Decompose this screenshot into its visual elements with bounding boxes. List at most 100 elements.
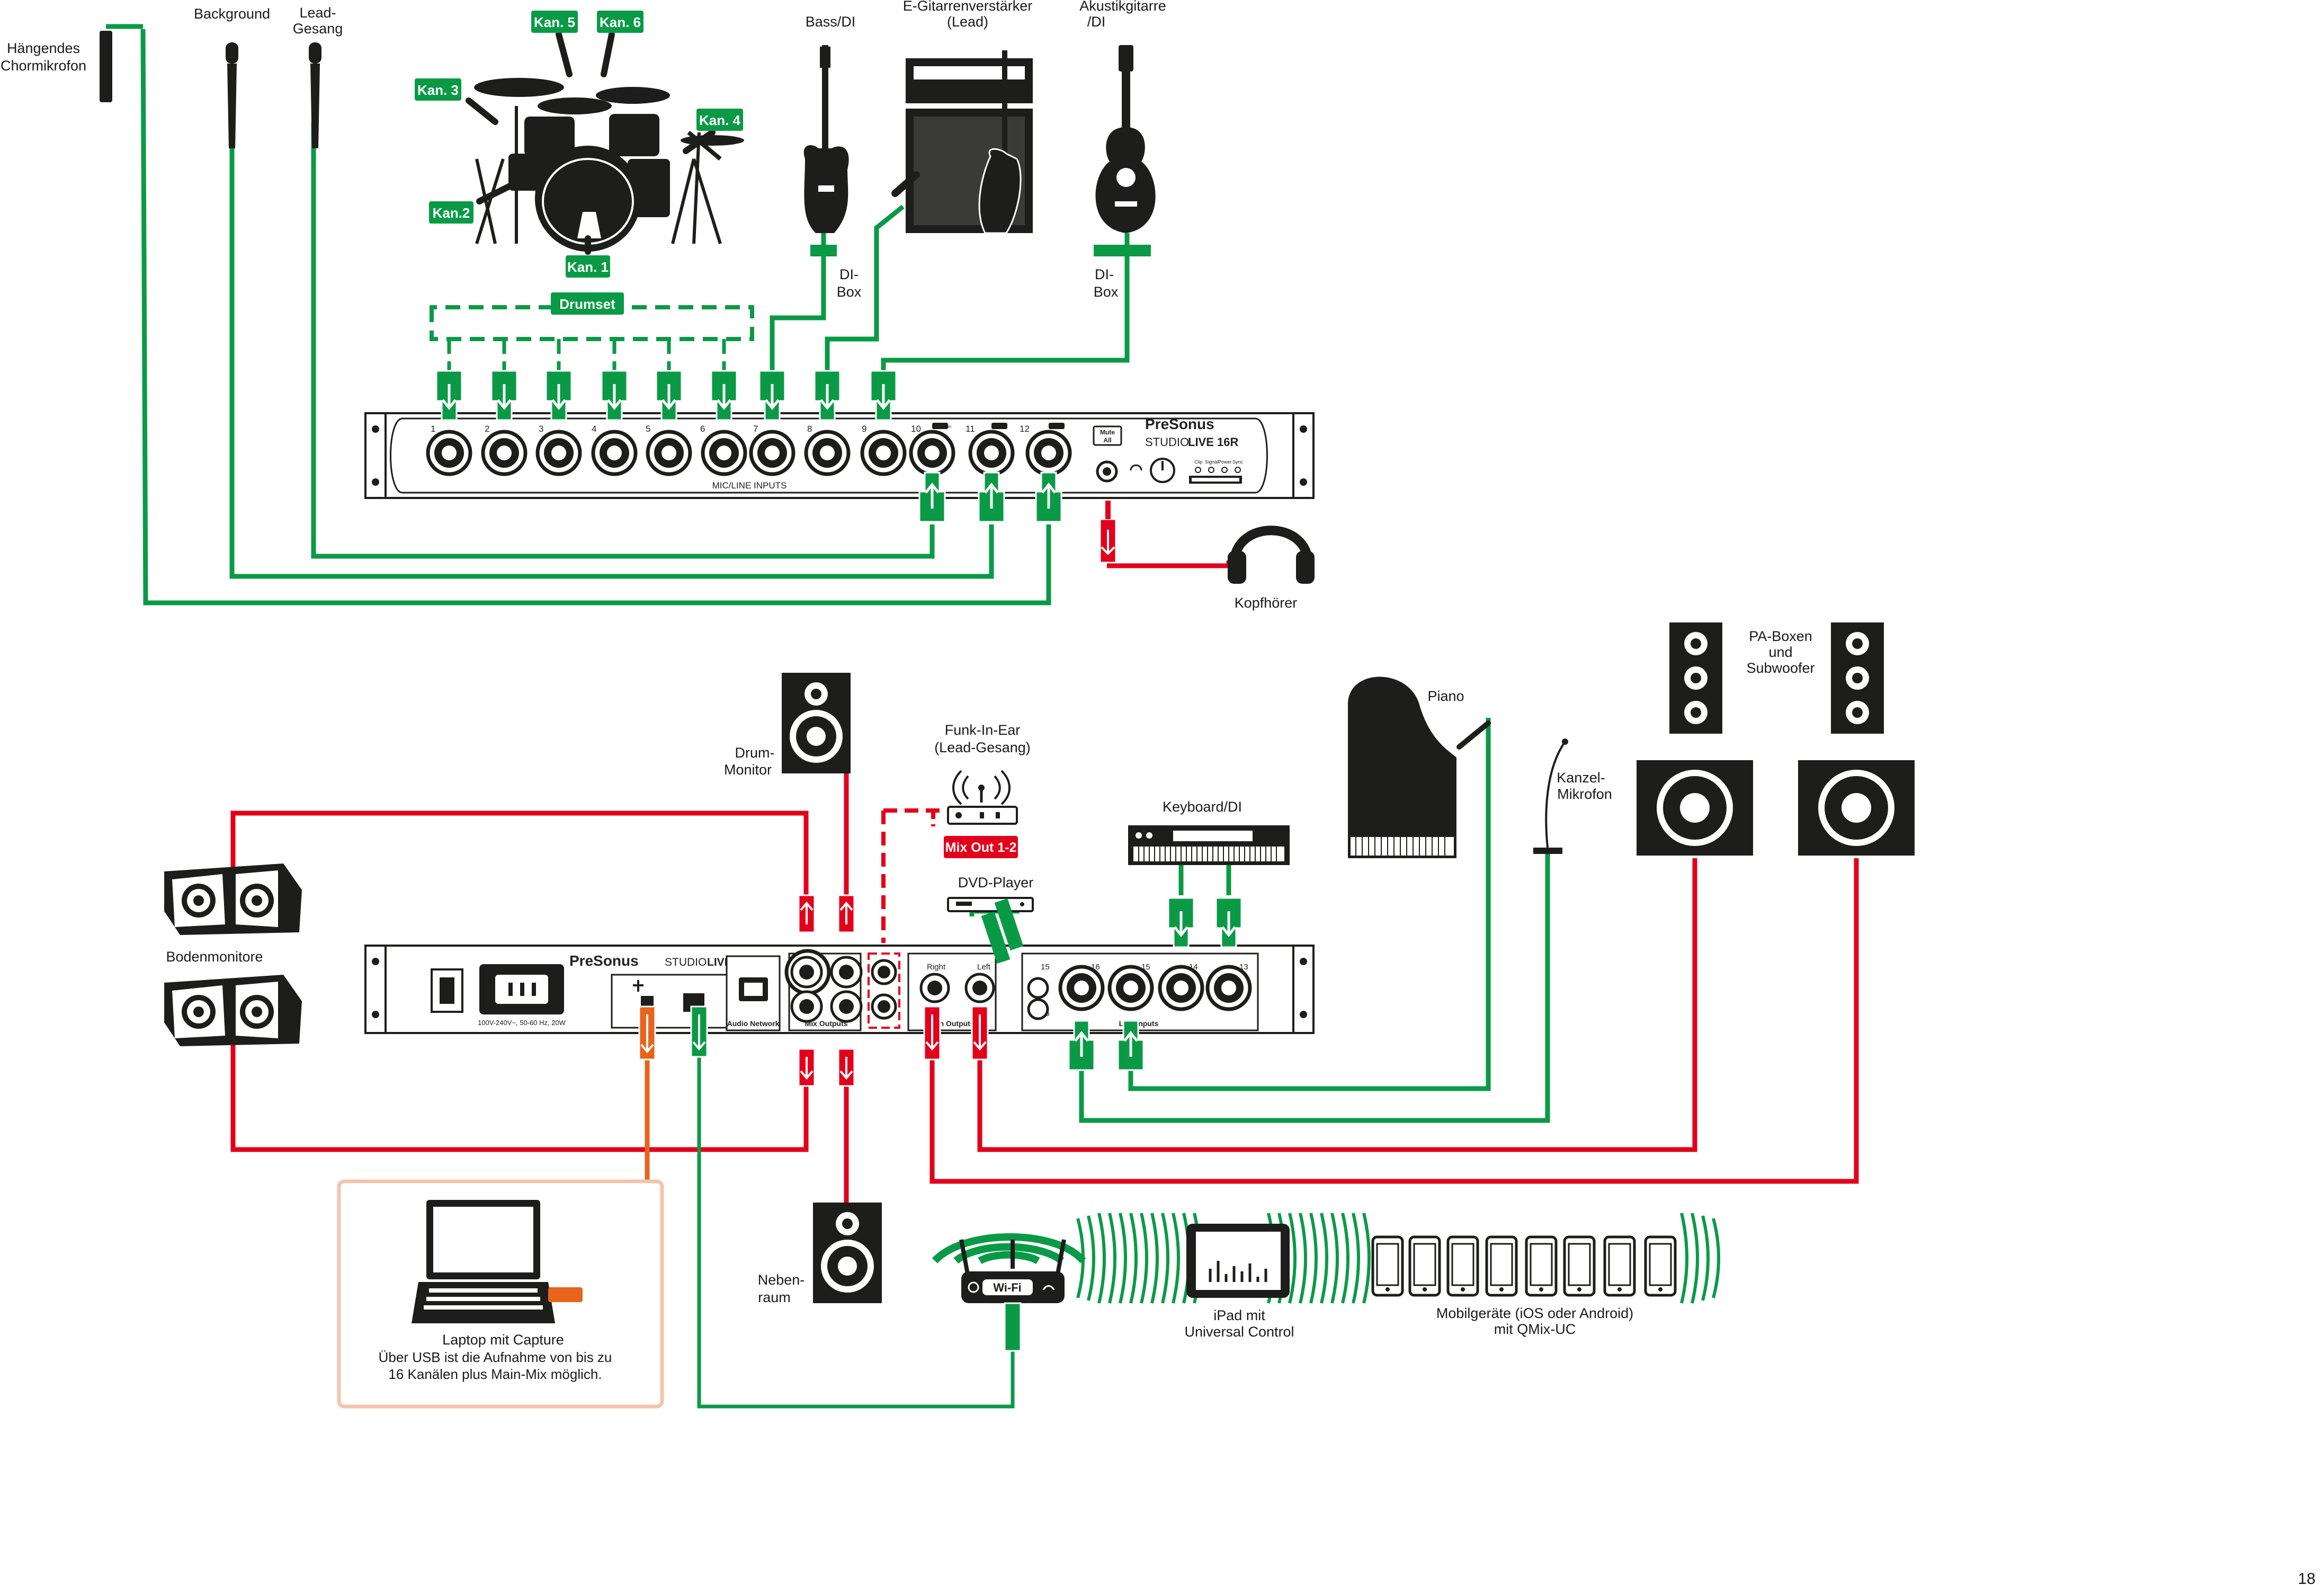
pa-label-3: Subwoofer	[1746, 660, 1814, 676]
svg-text:Kan. 6: Kan. 6	[600, 14, 641, 30]
mix-out-tag: Mix Out 1-2	[945, 840, 1017, 855]
tag-kan1: Kan. 1	[566, 255, 610, 278]
front-model: LIVE 16R	[1188, 435, 1238, 449]
in-ear-label-2: (Lead-Gesang)	[934, 740, 1031, 755]
keyboard: Keyboard/DI	[1128, 799, 1290, 865]
front-panel: MIC/LINE INPUTS 1 2 3 4 5 6 7 8 9 10 11 …	[364, 412, 1315, 499]
wifi-label: Wi-Fi	[993, 1281, 1022, 1294]
lead-vocal-mic: Lead- Gesang	[293, 5, 343, 148]
dvd-player: DVD-Player	[947, 875, 1034, 912]
svg-text:Drumset: Drumset	[559, 296, 615, 312]
drumset	[474, 78, 744, 252]
bass-guitar: Bass/DI DI- Box	[803, 14, 862, 300]
svg-text:Sync: Sync	[1232, 459, 1244, 465]
laptop-label-3: 16 Kanälen plus Main-Mix möglich.	[388, 1366, 602, 1382]
svg-text:8: 8	[807, 424, 812, 434]
lead-vocal-label-2: Gesang	[293, 21, 343, 37]
pa-label-2: und	[1768, 644, 1792, 660]
svg-text:Signal: Signal	[1205, 459, 1218, 465]
svg-text:Power: Power	[1218, 459, 1232, 465]
pulpit-mic-label-2: Mikrofon	[1557, 786, 1612, 802]
cables-top	[140, 29, 1231, 605]
line-in-plugs	[981, 898, 1241, 1070]
svg-text:Kan. 4: Kan. 4	[699, 112, 741, 128]
main-out-plugs	[923, 1005, 989, 1061]
keyboard-label: Keyboard/DI	[1163, 799, 1242, 815]
pa-system: PA-Boxen und Subwoofer	[1637, 622, 1915, 856]
svg-text:Kan. 5: Kan. 5	[534, 14, 575, 30]
ipad-label-1: iPad mit	[1213, 1307, 1265, 1323]
floor-monitors-label: Bodenmonitore	[166, 949, 263, 965]
tag-kan3: Kan. 3	[415, 78, 461, 101]
choir-mic-label-2: Chormikrofon	[1, 58, 86, 74]
side-room-label-2: raum	[758, 1289, 791, 1305]
drum-monitor-label-2: Monitor	[724, 762, 772, 778]
laptop-label-1: Laptop mit Capture	[442, 1332, 564, 1348]
guitar-amp-label-1: E-Gitarrenverstärker	[903, 0, 1033, 14]
mute-all-label-2: All	[1103, 437, 1111, 444]
piano: Piano	[1348, 676, 1491, 858]
phantom-label-10: Phantom	[934, 424, 951, 429]
di-box-label-1: DI-	[839, 266, 859, 282]
svg-text:9: 9	[862, 424, 866, 434]
ipad-label-2: Universal Control	[1184, 1324, 1294, 1340]
side-room-label-1: Neben-	[758, 1272, 805, 1288]
headphones: Kopfhörer	[1228, 526, 1315, 611]
guitar-amp: E-Gitarrenverstärker (Lead)	[891, 0, 1033, 234]
drum-mics	[466, 31, 716, 255]
mobile-label-2: mit QMix-UC	[1494, 1321, 1576, 1337]
piano-label: Piano	[1427, 688, 1464, 704]
in-ear-transmitter: Mix Out 1-2 Funk-In-Ear (Lead-Gesang)	[934, 722, 1031, 858]
rear-brand: PreSonus	[569, 952, 639, 969]
svg-text:7: 7	[753, 424, 758, 434]
drum-monitor-label-1: Drum-	[735, 745, 775, 761]
power-spec: 100V-240V~, 50-60 Hz, 20W	[478, 1019, 566, 1027]
di-box-2-label-1: DI-	[1095, 266, 1114, 282]
tag-kan5: Kan. 5	[531, 11, 578, 33]
svg-text:4: 4	[592, 424, 596, 434]
page-number: 18	[2298, 1570, 2316, 1585]
acoustic-guitar: Akustikgitarre /DI DI- Box	[1079, 0, 1166, 300]
tag-kan4: Kan. 4	[696, 109, 743, 131]
svg-text:Kan. 3: Kan. 3	[417, 82, 459, 98]
mix-out-plugs	[790, 894, 863, 1087]
wifi-router: Wi-Fi	[932, 1233, 1086, 1352]
ipad: iPad mit Universal Control	[1184, 1224, 1294, 1340]
mute-all-label-1: Mute	[1100, 429, 1115, 436]
acoustic-label-2: /DI	[1087, 14, 1106, 30]
usb-plug	[638, 1005, 656, 1061]
rear-model-prefix: STUDIO	[665, 956, 707, 968]
svg-text:11: 11	[966, 424, 975, 434]
pulpit-mic: Kanzel- Mikrofon	[1533, 738, 1612, 854]
background-label: Background	[194, 6, 270, 22]
acoustic-label-1: Akustikgitarre	[1079, 0, 1166, 14]
svg-text:Kan.2: Kan.2	[433, 205, 470, 221]
left-label: Left	[977, 963, 991, 972]
guitar-amp-label-2: (Lead)	[947, 14, 988, 30]
dvd-label: DVD-Player	[958, 875, 1034, 891]
front-meter-labels: Clip Signal Power Sync	[1194, 459, 1244, 465]
side-room-speaker: Neben- raum	[758, 1203, 882, 1305]
laptop-panel: Laptop mit Capture Über USB ist die Aufn…	[337, 1179, 664, 1409]
mobile-devices: Mobilgeräte (iOS oder Android) mit QMix-…	[1373, 1237, 1675, 1337]
svg-text:2: 2	[485, 424, 489, 434]
svg-text:Kan. 1: Kan. 1	[567, 259, 609, 275]
di-box-label-2: Box	[837, 284, 862, 300]
tag-kan2: Kan.2	[429, 201, 473, 224]
svg-text:5: 5	[646, 424, 650, 434]
in-ear-label-1: Funk-In-Ear	[945, 722, 1021, 738]
xlr-inputs-1-9	[436, 371, 896, 420]
svg-text:3: 3	[539, 424, 543, 434]
drum-channel-tags: Kan. 1 Kan.2 Kan. 3 Kan. 4 Kan. 5 Kan. 6…	[415, 11, 743, 315]
network-plug	[690, 1005, 708, 1058]
front-brand: PreSonus	[1145, 416, 1214, 432]
front-model-prefix: STUDIO	[1145, 435, 1189, 449]
laptop-label-2: Über USB ist die Aufnahme von bis zu	[379, 1349, 612, 1365]
pa-label-1: PA-Boxen	[1749, 628, 1812, 644]
di-box-2-label-2: Box	[1094, 284, 1119, 300]
bass-label: Bass/DI	[806, 14, 856, 30]
tag-kan6: Kan. 6	[597, 11, 643, 33]
pulpit-mic-label-1: Kanzel-	[1557, 770, 1605, 786]
right-label: Right	[927, 963, 946, 972]
